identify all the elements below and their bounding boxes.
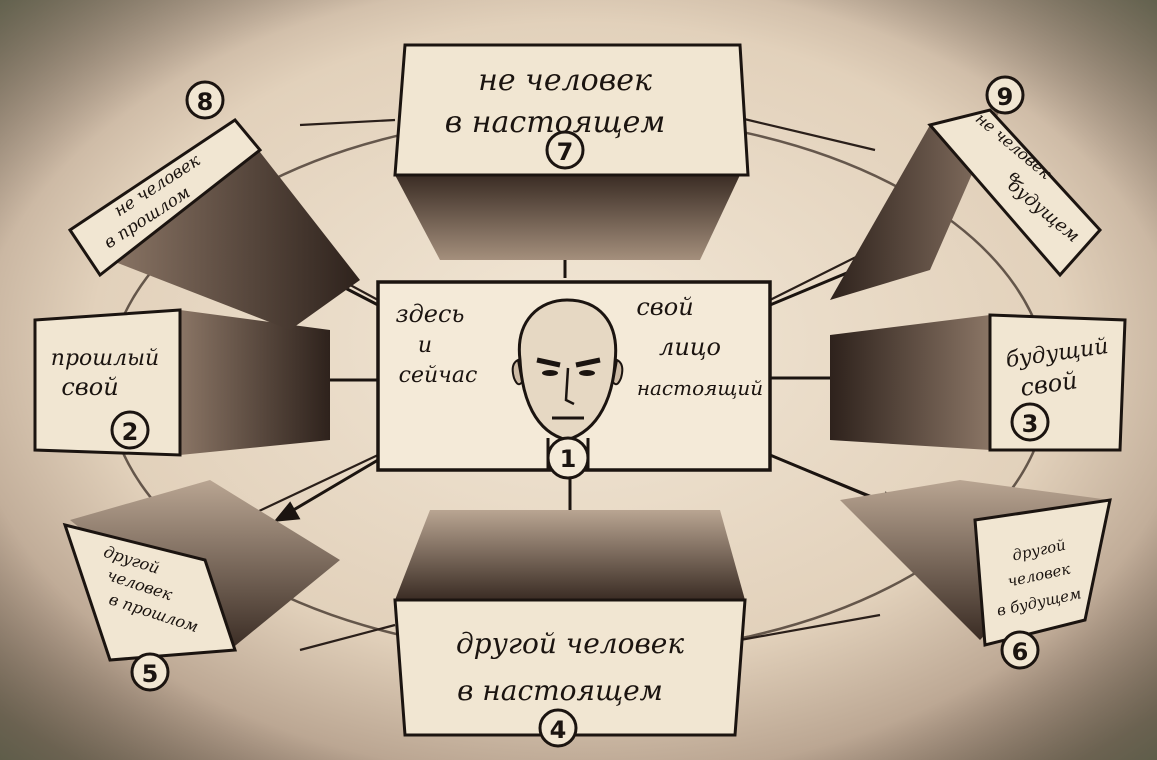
box-9-number: 9: [997, 83, 1014, 111]
box-7-number-circle: [545, 130, 585, 170]
right-brow: [575, 357, 601, 368]
box-2-shadow-side: [180, 310, 330, 455]
left-eye: [542, 370, 558, 376]
box-4-line-2: в настоящем: [457, 674, 663, 707]
face-drawing: [511, 298, 624, 470]
box-7: не человек в настоящем 7: [393, 43, 750, 260]
nose: [564, 367, 575, 406]
box-5: другой человек в прошлом 5: [62, 480, 340, 692]
box-6-number-circle: [1000, 630, 1040, 670]
center-right-line-3: настоящий: [637, 376, 763, 400]
box-2-number: 2: [122, 418, 139, 446]
box-7-number: 7: [557, 138, 574, 166]
box-4-face: [393, 598, 747, 737]
box-7-face: [393, 43, 750, 177]
box-5-number-circle: [130, 652, 170, 692]
box-4-number-circle: [538, 708, 578, 748]
box-6-face: [973, 498, 1112, 647]
box-8-face: [67, 118, 263, 278]
box-6-number: 6: [1012, 638, 1029, 666]
box-3-shadow-side: [830, 315, 990, 450]
box-2: прошлый свой 2: [33, 308, 330, 457]
box-3-number: 3: [1022, 410, 1039, 438]
left-brow: [536, 357, 561, 368]
center-right-line-1: свой: [636, 293, 693, 321]
box-6: другой человек в будущем 6: [840, 480, 1112, 670]
center-left-line-2: и: [418, 333, 432, 358]
box-4-line-1: другой человек: [456, 627, 684, 660]
box-7-line-1: не человек: [478, 63, 652, 98]
box-4-shadow-side: [395, 510, 745, 600]
box-4: другой человек в настоящем 4: [393, 510, 747, 748]
box-9-face: [927, 108, 1103, 278]
box-1-center: здесь и сейчас свой лицо настоящий 1: [376, 280, 772, 480]
box-8-number: 8: [197, 88, 214, 116]
box-3-number-circle: [1010, 402, 1050, 442]
box-5-number: 5: [142, 660, 159, 688]
box-2-line-2: свой: [61, 373, 118, 401]
center-number: 1: [560, 445, 577, 473]
box-4-number: 4: [550, 716, 567, 744]
center-left-line-3: сейчас: [399, 363, 478, 388]
box-7-shadow-side: [395, 175, 740, 260]
box-2-number-circle: [110, 410, 150, 450]
arrow-head-down-left: [273, 501, 301, 522]
box-2-line-1: прошлый: [51, 346, 159, 371]
center-left-line-1: здесь: [395, 300, 464, 328]
center-right-line-2: лицо: [659, 333, 721, 361]
box-5-face: [62, 522, 238, 662]
box-8-shadow-side: [110, 120, 360, 330]
box-9-number-circle: [985, 75, 1025, 115]
right-ear: [611, 358, 624, 386]
right-eye: [579, 370, 595, 376]
box-8-number-circle: [185, 80, 225, 120]
box-3: будущий свой 3: [830, 313, 1127, 452]
center-number-circle: [546, 436, 590, 480]
left-ear: [511, 358, 524, 386]
